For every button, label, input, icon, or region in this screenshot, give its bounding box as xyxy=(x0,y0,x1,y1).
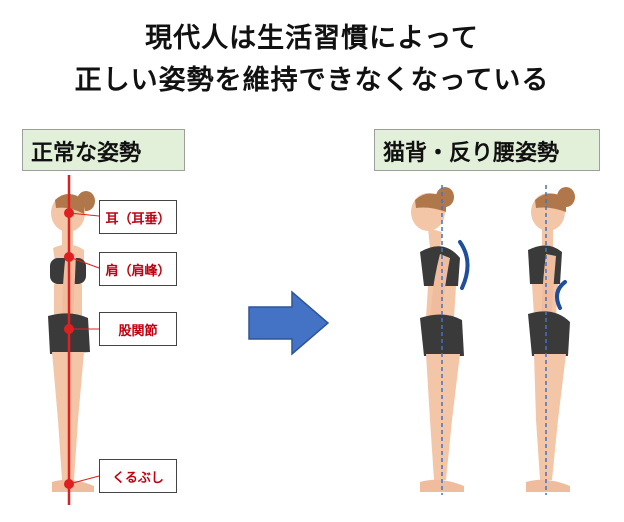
normal-posture-label: 正常な姿勢 xyxy=(22,129,185,171)
shoulder-connector xyxy=(68,256,100,269)
hip-callout: 股関節 xyxy=(99,312,177,346)
page-title-line2: 正しい姿勢を維持できなくなっている xyxy=(74,65,550,96)
right-arrow-icon xyxy=(248,290,330,356)
swayback-posture-figure xyxy=(526,187,575,492)
lower-back-curve-marker xyxy=(554,280,567,310)
ear-connector xyxy=(68,212,100,217)
upper-back-curve-marker xyxy=(458,240,470,290)
page-title-line1: 現代人は生活習慣によって xyxy=(145,23,479,54)
ankle-connector xyxy=(68,475,100,485)
shoulder-callout: 肩（肩峰） xyxy=(99,252,177,286)
ankle-callout: くるぶし xyxy=(99,459,177,493)
hunched-posture-figure xyxy=(411,187,464,492)
normal-posture-figure xyxy=(48,191,95,492)
ear-callout: 耳（耳垂） xyxy=(99,200,177,234)
bad-posture-label: 猫背・反り腰姿勢 xyxy=(374,129,600,171)
